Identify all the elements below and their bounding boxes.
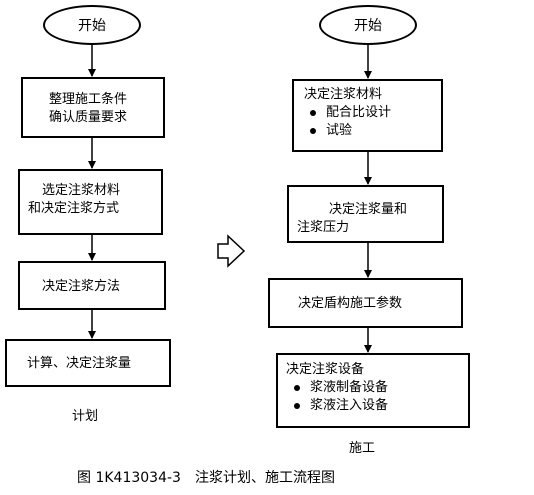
right-step-3: 决定盾构施工参数 xyxy=(268,278,463,328)
right-step-3-label: 决定盾构施工参数 xyxy=(298,296,403,311)
right-flow-label: 施工 xyxy=(349,441,376,456)
left-start-node: 开始 xyxy=(43,5,141,45)
right-step-2-line-1: 决定注浆量和 xyxy=(329,202,408,217)
right-step-1-title: 决定注浆材料 xyxy=(304,87,383,102)
left-step-4: 计算、决定注浆量 xyxy=(5,339,171,387)
right-step-1-bullet-1: 配合比设计 xyxy=(304,104,441,122)
right-start-node: 开始 xyxy=(319,5,417,45)
right-step-2: 决定注浆量和 注浆压力 xyxy=(287,185,444,243)
left-step-1-line-2: 确认质量要求 xyxy=(49,110,128,125)
right-step-4-bullet-2-text: 浆液注入设备 xyxy=(310,398,389,413)
right-step-1-bullet-2-text: 试验 xyxy=(326,123,353,138)
left-step-2: 选定注浆材料 和决定注浆方式 xyxy=(18,169,163,235)
right-step-2-line-2: 注浆压力 xyxy=(297,220,350,235)
right-step-1-bullet-2: 试验 xyxy=(304,122,441,140)
right-step-1: 决定注浆材料 配合比设计 试验 xyxy=(292,79,443,152)
left-flow-label: 计划 xyxy=(72,409,99,424)
bullet-icon xyxy=(310,110,316,116)
right-step-1-bullet-1-text: 配合比设计 xyxy=(326,105,392,120)
right-step-4-bullet-2: 浆液注入设备 xyxy=(286,397,468,415)
figure-caption: 图 1K413034-3 注浆计划、施工流程图 xyxy=(77,470,335,486)
left-step-2-line-2: 和决定注浆方式 xyxy=(28,201,120,216)
left-step-4-label: 计算、决定注浆量 xyxy=(27,356,132,371)
bullet-icon xyxy=(294,385,300,391)
right-step-4-bullet-1: 浆液制备设备 xyxy=(286,379,468,397)
right-step-4-title: 决定注浆设备 xyxy=(286,362,365,377)
right-step-4-bullet-1-text: 浆液制备设备 xyxy=(310,380,389,395)
left-step-3: 决定注浆方法 xyxy=(18,261,166,310)
transition-arrow-icon xyxy=(217,234,246,268)
left-step-2-line-1: 选定注浆材料 xyxy=(42,183,121,198)
right-step-4: 决定注浆设备 浆液制备设备 浆液注入设备 xyxy=(276,353,470,428)
left-start-label: 开始 xyxy=(78,18,106,34)
bullet-icon xyxy=(310,128,316,134)
left-step-3-label: 决定注浆方法 xyxy=(42,279,121,294)
left-step-1: 整理施工条件 确认质量要求 xyxy=(21,77,165,138)
right-start-label: 开始 xyxy=(354,18,382,34)
left-step-1-line-1: 整理施工条件 xyxy=(49,92,128,107)
bullet-icon xyxy=(294,403,300,409)
